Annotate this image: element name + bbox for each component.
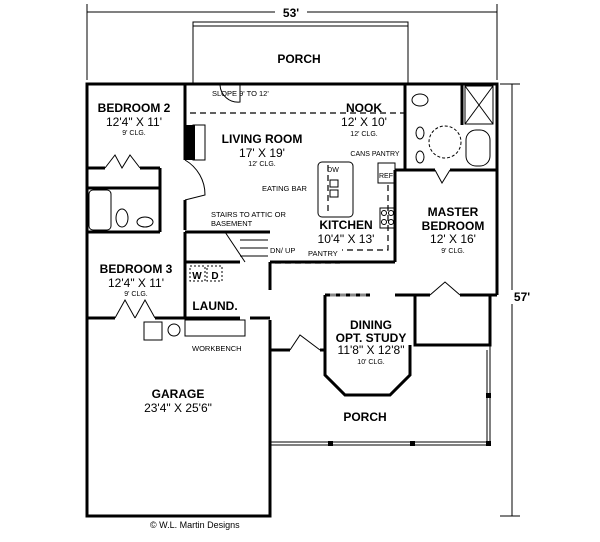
front-door-icon (289, 334, 321, 351)
svg-text:23'4" X 25'6": 23'4" X 25'6" (144, 401, 212, 415)
svg-text:DN/ UP: DN/ UP (270, 246, 295, 255)
svg-text:9' CLG.: 9' CLG. (122, 130, 146, 137)
depth-label: 57' (514, 290, 530, 304)
tub-icon (465, 129, 491, 167)
front-porch-label: PORCH (343, 410, 386, 424)
rear-porch: PORCH (192, 21, 409, 84)
svg-text:OPT. STUDY: OPT. STUDY (336, 331, 407, 345)
door-icon (429, 281, 461, 296)
copyright-text: © W.L. Martin Designs (150, 520, 240, 530)
svg-text:10'4" X 13': 10'4" X 13' (318, 232, 375, 246)
closet-doors (104, 154, 141, 170)
stairs (220, 231, 270, 263)
master-bedroom-label: MASTER (428, 205, 479, 219)
fixtures (88, 84, 494, 351)
garage-label: GARAGE (152, 387, 205, 401)
svg-text:PANTRY: PANTRY (308, 249, 338, 258)
svg-text:D: D (211, 271, 218, 282)
svg-text:12' X 16': 12' X 16' (430, 232, 476, 246)
svg-text:12'4" X 11': 12'4" X 11' (108, 276, 164, 290)
front-porch (270, 345, 491, 446)
svg-text:9' CLG.: 9' CLG. (441, 248, 465, 255)
depth-dimension: 57' (500, 83, 534, 517)
closet-doors (114, 298, 156, 319)
toilet-icon (115, 208, 129, 228)
living-room-label: LIVING ROOM (222, 132, 303, 146)
svg-text:BASEMENT: BASEMENT (211, 219, 253, 228)
door-icon (184, 159, 206, 201)
bedroom3-label: BEDROOM 3 (100, 262, 173, 276)
exterior-walls (85, 82, 499, 518)
bedroom2-label: BEDROOM 2 (98, 101, 171, 115)
refrigerator (377, 162, 396, 184)
svg-text:SLOPE 9' TO 12': SLOPE 9' TO 12' (212, 89, 269, 98)
dining-label: DINING (350, 318, 392, 332)
fireplace-icon (185, 125, 195, 160)
laundry-label: LAUND. (192, 299, 237, 313)
svg-text:EATING BAR: EATING BAR (262, 184, 307, 193)
svg-text:10' CLG.: 10' CLG. (357, 359, 384, 366)
eating-bar (317, 161, 354, 218)
kitchen-label: KITCHEN (319, 218, 372, 232)
svg-text:12'4" X 11': 12'4" X 11' (106, 115, 162, 129)
door-icon (434, 169, 451, 185)
rear-door-icon (219, 84, 241, 103)
sink-icon (136, 216, 154, 228)
nook-label: NOOK (346, 101, 382, 115)
svg-text:9' CLG.: 9' CLG. (124, 291, 148, 298)
toilet-icon (411, 93, 429, 107)
svg-text:12' X 10': 12' X 10' (341, 115, 387, 129)
svg-text:17' X 19': 17' X 19' (239, 146, 285, 160)
width-label: 53' (283, 6, 299, 20)
width-dimension: 53' (86, 4, 498, 80)
room-labels: BEDROOM 2 12'4" X 11' 9' CLG. SLOPE 9' T… (98, 89, 485, 424)
svg-text:STAIRS TO ATTIC OR: STAIRS TO ATTIC OR (211, 210, 286, 219)
svg-text:REF: REF (379, 173, 393, 180)
svg-text:DW: DW (327, 167, 339, 174)
svg-text:BEDROOM: BEDROOM (422, 219, 485, 233)
svg-text:12' CLG.: 12' CLG. (350, 131, 377, 138)
svg-text:CANS PANTRY: CANS PANTRY (350, 151, 399, 158)
svg-text:11'8" X 12'8": 11'8" X 12'8" (338, 343, 405, 357)
svg-text:W: W (192, 271, 202, 282)
svg-text:12' CLG.: 12' CLG. (248, 161, 275, 168)
svg-text:PORCH: PORCH (277, 52, 320, 66)
bathtub-icon (88, 189, 112, 231)
shower-icon (428, 125, 462, 159)
svg-text:WORKBENCH: WORKBENCH (192, 344, 242, 353)
